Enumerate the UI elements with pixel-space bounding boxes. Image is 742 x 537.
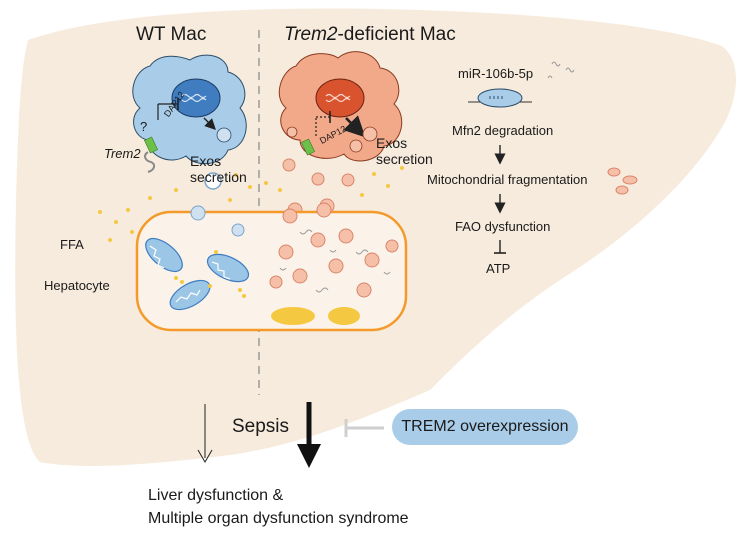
trem2-title-italic: Trem2 (284, 24, 338, 45)
deficient-mirna-squiggles (279, 229, 391, 293)
trem2-receptor-label: Trem2 (104, 146, 141, 161)
wt-mitochondria (145, 237, 250, 311)
ffa-dots (98, 166, 404, 242)
hepatocyte-cell (135, 210, 408, 332)
wt-trem2-tail (144, 151, 156, 173)
deficient-dap12-receptor (301, 138, 315, 156)
fragmented-mitochondria-icon (607, 167, 638, 195)
ribosome-comb (489, 96, 503, 99)
deficient-exosome-a (362, 126, 378, 142)
deficient-exosome-c (286, 126, 298, 138)
mfn2-degradation-label: Mfn2 degradation (452, 123, 554, 138)
deficient-exos-line1: Exos (376, 135, 408, 151)
trem2-deficient-title: Trem2-deficient Mac (284, 24, 456, 46)
wt-exosome (216, 127, 232, 143)
ffa-label: FFA (60, 237, 84, 252)
wt-released-exosome (204, 172, 222, 190)
wt-secretion-arrow (203, 117, 216, 130)
deficient-outcome-arrowhead (297, 444, 321, 468)
deficient-released-exosomes (282, 158, 355, 218)
mirna-squiggles (547, 61, 575, 79)
mitochondrial-fragmentation-label: Mitochondrial fragmentation (427, 172, 588, 187)
ribosome (477, 88, 523, 108)
hepatocyte-label: Hepatocyte (44, 278, 110, 293)
wt-trem2-receptor (144, 136, 158, 154)
wt-outcome-arrowhead (197, 449, 213, 463)
wt-nucleus (171, 78, 221, 118)
wt-exos-line1: Exos (190, 153, 222, 169)
deficient-nucleus (315, 78, 365, 118)
hepatocyte-vesicles (190, 202, 332, 237)
fao-dysfunction-label: FAO dysfunction (455, 219, 551, 234)
wt-dna-strand-2 (181, 97, 207, 103)
wt-exos-line2: secretion (190, 169, 247, 185)
outcome-line2: Multiple organ dysfunction syndrome (148, 510, 409, 527)
sepsis-label: Sepsis (232, 416, 290, 437)
lipid-droplets (271, 307, 360, 325)
trem2-title-rest: -deficient Mac (337, 24, 456, 45)
wt-mitochondria-cristae (149, 245, 231, 303)
trem2-overexpression-pill: TREM2 overexpression (392, 409, 578, 445)
mirna-label: miR-106b-5p (458, 66, 534, 81)
wt-mac-title: WT Mac (136, 24, 207, 45)
deficient-exosome-b (349, 139, 363, 153)
deficient-secretion-arrow (343, 115, 366, 138)
wt-dna-strand (181, 93, 207, 99)
atp-label: ATP (486, 261, 511, 276)
deficient-mitochondria (269, 228, 399, 298)
deficient-dna-strand (325, 93, 351, 99)
deficient-exos-line2: secretion (376, 151, 433, 167)
outcome-line1: Liver dysfunction & (148, 487, 284, 504)
deficient-dna-strand-2 (325, 97, 351, 103)
question-mark-label: ? (140, 119, 148, 134)
outcome-label: Liver dysfunction & Multiple organ dysfun… (148, 484, 409, 530)
wt-lipid-dots (174, 250, 246, 298)
